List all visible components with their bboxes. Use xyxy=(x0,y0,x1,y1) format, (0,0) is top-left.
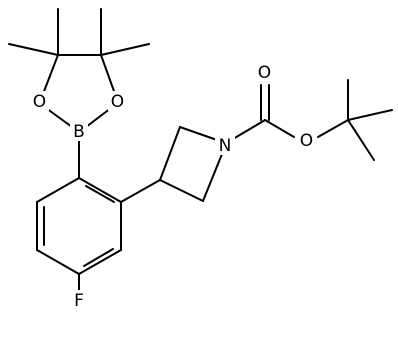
bond-o2-b xyxy=(85,107,112,128)
svg-text:O: O xyxy=(300,131,313,151)
bond-oester-tbu xyxy=(317,119,349,138)
bond-o1-b xyxy=(45,107,73,128)
bond-c4-methyl-left xyxy=(8,43,59,56)
svg-text:F: F xyxy=(74,291,84,311)
bond-az-c2-n xyxy=(179,126,218,141)
bond-c5-methyl-right xyxy=(100,43,150,56)
svg-text:O: O xyxy=(111,92,124,112)
bond-tbu-methyl-right xyxy=(347,109,393,121)
benzene-ring xyxy=(36,177,122,275)
bond-ar-azetidine xyxy=(120,179,161,203)
bond-tbu-methyl-down xyxy=(347,119,375,161)
atom-label-fluorine: F xyxy=(70,290,88,311)
svg-text:N: N xyxy=(219,136,232,156)
atom-label-o-ring-right: O xyxy=(108,91,127,112)
bond-ar-inner-1 xyxy=(85,185,115,203)
atom-label-boron: B xyxy=(70,121,88,142)
bond-az-c4-c3 xyxy=(159,179,204,202)
bond-az-n-c4 xyxy=(202,153,223,202)
bond-az-c3-c2 xyxy=(159,126,181,181)
atom-label-o-ring-left: O xyxy=(30,91,49,112)
bond-ar-1-2 xyxy=(78,177,122,203)
azetidine-ring xyxy=(159,126,223,202)
bond-n-carbonyl xyxy=(232,119,266,140)
atom-label-o-ester: O xyxy=(297,130,316,151)
bond-c5-o2 xyxy=(100,54,116,95)
svg-text:O: O xyxy=(33,92,46,112)
bond-ar-6-1 xyxy=(36,177,80,203)
boc-group xyxy=(232,79,393,161)
bond-carbonyl-oester xyxy=(264,119,295,138)
bond-ar-inner-2 xyxy=(83,248,114,267)
dioxaborolane-ring xyxy=(8,8,150,128)
svg-text:B: B xyxy=(73,122,85,142)
bond-ar-4-5 xyxy=(36,249,80,275)
atom-label-o-carbonyl: O xyxy=(255,62,274,83)
bond-c4-o1 xyxy=(42,54,59,95)
atom-label-nitrogen: N xyxy=(215,135,235,156)
svg-text:O: O xyxy=(258,63,271,83)
bond-ar-3-4 xyxy=(78,249,122,275)
